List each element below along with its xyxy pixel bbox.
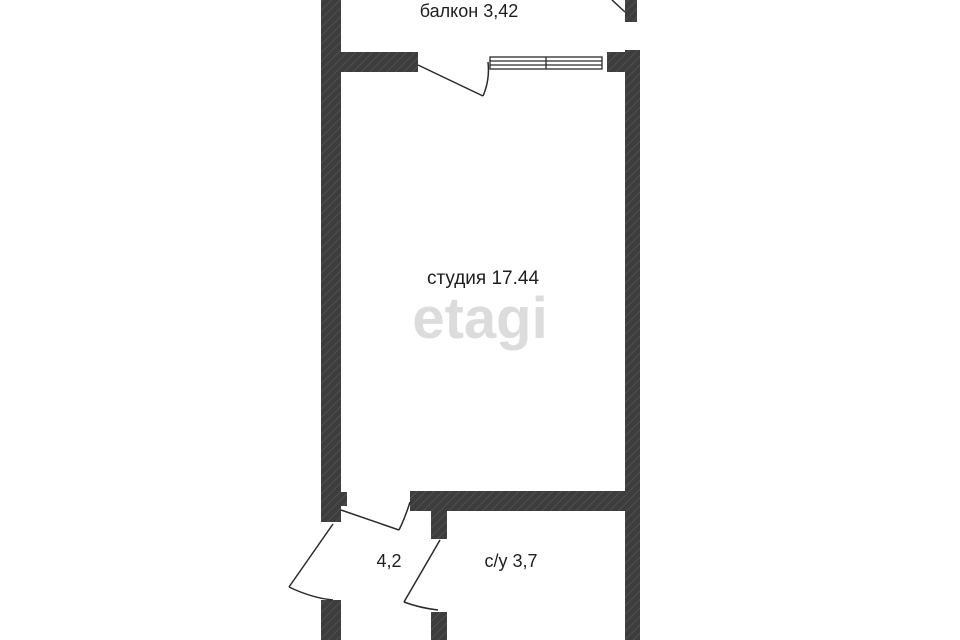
entrance-door xyxy=(340,501,411,531)
walls xyxy=(321,0,640,640)
bathroom-top-wall xyxy=(410,491,640,511)
balcony-corner-door xyxy=(611,0,626,13)
balcony-door xyxy=(417,61,490,97)
bathroom-left-wall-top xyxy=(431,511,447,539)
bathroom-label: с/у 3,7 xyxy=(484,551,537,571)
hallway-label: 4,2 xyxy=(376,551,401,571)
balcony-window xyxy=(489,56,603,70)
balcony-partition-right xyxy=(607,52,640,72)
balcony-right-wall xyxy=(625,0,637,22)
left-outer-wall-top xyxy=(321,0,341,522)
balcony-partition-left xyxy=(341,52,418,72)
right-outer-wall xyxy=(625,50,640,640)
bathroom-door xyxy=(403,539,441,611)
hallway-door-stub xyxy=(341,492,347,506)
balcony-label: балкон 3,42 xyxy=(420,1,518,21)
left-outer-wall-bottom xyxy=(321,600,341,640)
watermark: etagi xyxy=(412,286,547,351)
bathroom-left-wall-bottom xyxy=(431,612,447,640)
front-door xyxy=(288,523,334,601)
studio-label: студия 17.44 xyxy=(427,268,540,289)
